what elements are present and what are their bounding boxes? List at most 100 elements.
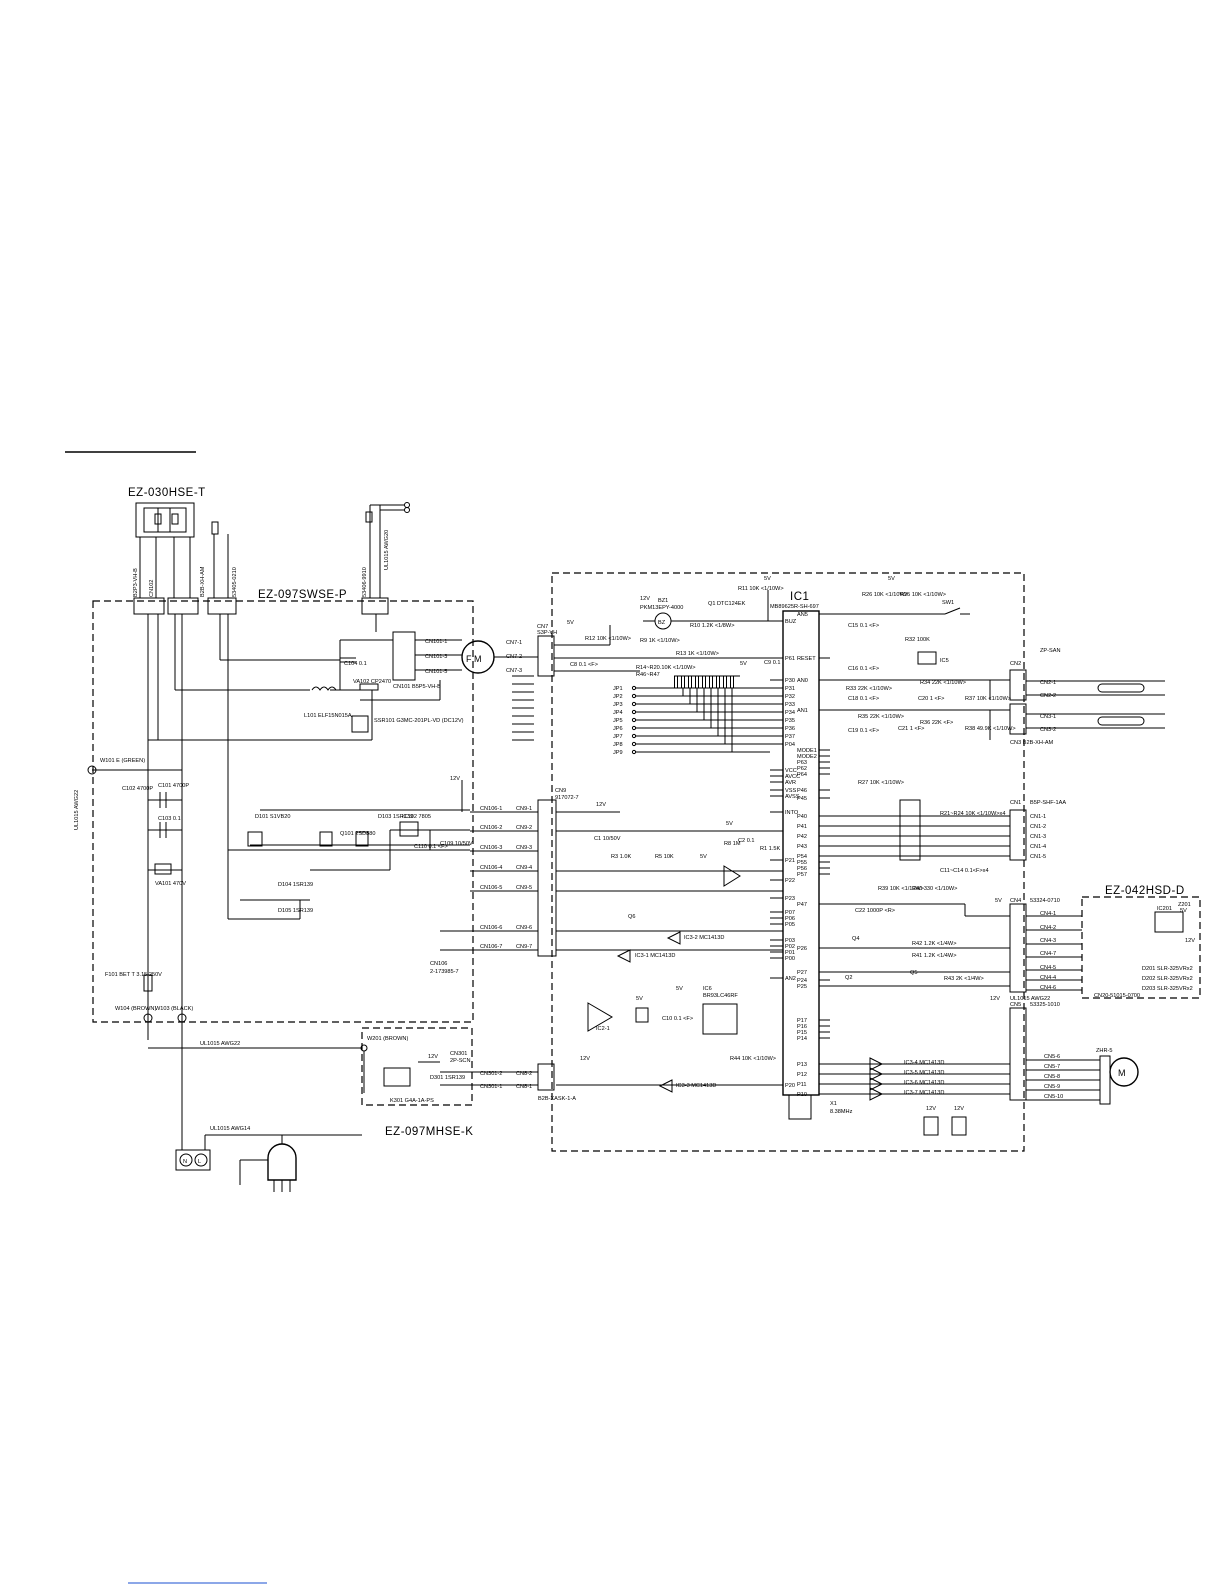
r10-label: R10 1.2K <1/8W>	[690, 623, 734, 629]
cn301-pin-2: CN301-2	[480, 1071, 502, 1077]
r14-label: R14~R20.10K <1/10W>	[636, 665, 696, 671]
svg-text:CN9-6: CN9-6	[516, 925, 532, 931]
ic3-4-label: IC3-4 MC1413D	[904, 1060, 944, 1066]
ic1-pin-p16: P16	[797, 1024, 807, 1030]
svg-text:CN5-7: CN5-7	[1044, 1064, 1060, 1070]
thermistor-sensors	[1026, 680, 1165, 729]
ic1-pin-p40: P40	[797, 814, 807, 820]
cn7-label: CN7	[537, 624, 548, 630]
ic1-pin-p00: P00	[785, 956, 795, 962]
ic1-pin-p30: P30	[785, 678, 795, 684]
r12-label: R12 10K <1/10W>	[585, 636, 631, 642]
jumper-jp5[interactable]: JP5	[613, 718, 623, 724]
ic1-pin-p12: P12	[797, 1072, 807, 1078]
c21-label: C21 1 <F>	[898, 726, 924, 732]
r41-label: R41 1.2K <1/4W>	[912, 953, 956, 959]
svg-text:CN106-2: CN106-2	[480, 825, 502, 831]
ic1-pin-p54: P54	[797, 854, 807, 860]
cn7-pin-3: CN7-3	[506, 668, 522, 674]
d301-label: D301 1SR139	[430, 1075, 465, 1081]
svg-text:CN4-3: CN4-3	[1040, 938, 1056, 944]
cn4-pins: CN4-1 CN4-2 CN4-3 CN4-7 CN4-5 CN4-4 CN4-…	[1040, 911, 1056, 991]
c10-label: C10 0.1 <F>	[662, 1016, 693, 1022]
ic1-pin-avr: AVR	[785, 780, 796, 786]
r36-label: R36 22K <F>	[920, 720, 953, 726]
brown-wire-label: UL1015 AWG22	[200, 1041, 240, 1047]
jumper-jp4[interactable]: JP4	[613, 710, 623, 716]
cn9-label: CN9	[555, 788, 566, 794]
ic1-pin-avcc: AVCC	[785, 774, 800, 780]
ic1-pin-mode2: MODE2	[797, 754, 817, 760]
svg-text:CN106-3: CN106-3	[480, 845, 502, 851]
ic1-pin-p15: P15	[797, 1030, 807, 1036]
jumper-jp7[interactable]: JP7	[613, 734, 623, 740]
svg-text:CN4-2: CN4-2	[1040, 925, 1056, 931]
cn4-label: CN4	[1010, 898, 1021, 904]
d104-label: D104 1SR139	[278, 882, 313, 888]
transformer-feeders	[139, 502, 410, 598]
q101-label: Q101 2SD880	[340, 831, 375, 837]
cn9-wires	[440, 780, 538, 951]
cn4-wires	[819, 903, 1082, 991]
crystal-freq: 8.38MHz	[830, 1109, 853, 1115]
ic1-pin-p35: P35	[785, 718, 795, 724]
cn106-pins: CN106-1 CN106-2 CN106-3 CN106-4 CN106-5 …	[480, 806, 502, 950]
svg-text:CN9-1: CN9-1	[516, 806, 532, 812]
svg-text:5V: 5V	[740, 661, 747, 667]
ic1-pin-p64: P64	[797, 772, 807, 778]
relay-board-label: EZ-097MHSE-K	[385, 1126, 473, 1138]
ic201-label: IC201	[1157, 906, 1172, 912]
relay-board-boundary	[361, 1027, 473, 1106]
svg-text:5V: 5V	[764, 576, 771, 582]
cn5-label: CN5	[1010, 1002, 1021, 1008]
regulator-block	[247, 821, 431, 850]
cn1-housing	[1009, 809, 1027, 861]
cn9-type: 917072-7	[555, 795, 579, 801]
svg-text:5V: 5V	[726, 821, 733, 827]
opamp-ic2-2	[723, 865, 741, 887]
jumper-jp3[interactable]: JP3	[613, 702, 623, 708]
ic1-pin-p42: P42	[797, 834, 807, 840]
ic102-label: IC102 7805	[402, 814, 431, 820]
bz1-label: BZ1	[658, 598, 668, 604]
svg-text:CN4-7: CN4-7	[1040, 951, 1056, 957]
jumper-jp1[interactable]: JP1	[613, 686, 623, 692]
cn7-pin-1: CN7-1	[506, 640, 522, 646]
ic1-pin-p62: P62	[797, 766, 807, 772]
c18-label: C18 0.1 <F>	[848, 696, 879, 702]
cn1-pins: CN1-1 CN1-2 CN1-3 CN1-4 CN1-5	[1030, 814, 1046, 860]
d202-label: D202 SLR-325VRx2	[1142, 976, 1193, 982]
analog-inputs	[819, 679, 1010, 740]
c110-label: C110 0.1 <F>	[414, 844, 448, 850]
va102-label: VA102 CP2470	[353, 679, 391, 685]
cn8-housing	[537, 1063, 555, 1091]
jumper-jp8[interactable]: JP8	[613, 742, 623, 748]
driver-ic3-2	[666, 931, 681, 945]
sw1-switch	[819, 607, 970, 615]
jumper-jp6[interactable]: JP6	[613, 726, 623, 732]
stepper-drivers	[819, 1057, 1010, 1101]
ic2-1-label: IC2-1	[596, 1026, 610, 1032]
earth-wire-label: UL1015 AWG22	[74, 790, 80, 830]
r42-label: R42 1.2K <1/4W>	[912, 941, 956, 947]
display-board-label: EZ-042HSD-D	[1105, 885, 1185, 897]
ic6-label: IC6	[703, 986, 712, 992]
svg-text:5V: 5V	[676, 986, 683, 992]
driver-ic3-1	[616, 949, 631, 963]
svg-text:CN9-4: CN9-4	[516, 865, 532, 871]
display-ic201	[1154, 911, 1184, 933]
plug-pins	[239, 1135, 291, 1192]
r44-label: R44 10K <1/10W>	[730, 1056, 776, 1062]
r37-label: R37 10K <1/10W>	[965, 696, 1011, 702]
stepper-motor-label: M	[1118, 1068, 1126, 1078]
r43-label: R43 2K <1/4W>	[944, 976, 984, 982]
jumper-jp9[interactable]: JP9	[613, 750, 623, 756]
c11-label: C11~C14 0.1<F>x4	[940, 868, 989, 874]
opamp-ic2-1	[587, 1002, 613, 1032]
z201-label: Z201	[1178, 902, 1191, 908]
fan-motor-label: F M	[466, 654, 482, 664]
svg-text:CN1-2: CN1-2	[1030, 824, 1046, 830]
svg-text:5V: 5V	[636, 996, 643, 1002]
jumper-jp2[interactable]: JP2	[613, 694, 623, 700]
